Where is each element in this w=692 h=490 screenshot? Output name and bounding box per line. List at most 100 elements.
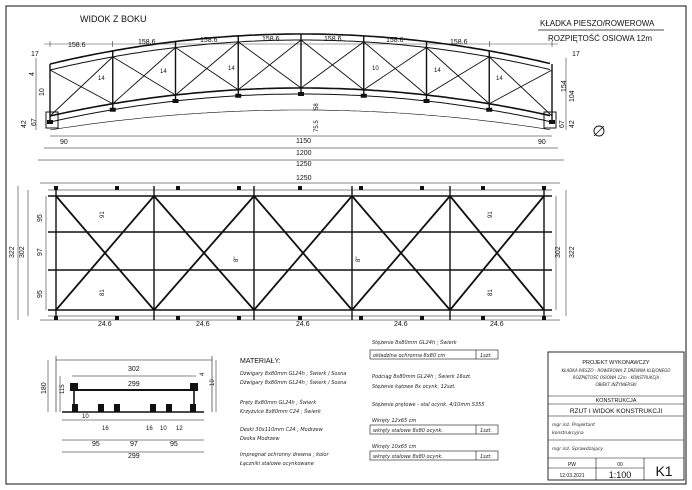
plan-top-node bbox=[481, 186, 485, 190]
tb-scale: 1:100 bbox=[609, 470, 632, 480]
plan-diag-label-6: 81 bbox=[488, 289, 494, 296]
section-bottom-dim-1: 95 bbox=[92, 441, 100, 448]
note-box3-label: Wkręty 10x65 cm bbox=[372, 444, 417, 450]
note-mid-4: Stężenie prętowe - stal ocynk. 4/10mm S3… bbox=[372, 402, 485, 408]
plan-x-brace bbox=[55, 195, 155, 311]
dim-end-offset-right: 90 bbox=[538, 139, 546, 146]
plan-diag-label-2: 81 bbox=[100, 289, 106, 296]
diag-label-3: 14 bbox=[228, 66, 235, 72]
dim-overall-3: 1250 bbox=[296, 161, 312, 168]
post-base-node bbox=[109, 107, 116, 112]
material-line-2: Dźwigary 8x80mm GL24h ; Świerk / Sosna bbox=[240, 379, 346, 386]
plan-top-dim: 1250 bbox=[296, 175, 312, 182]
tb-role-1: mgr inż. Projektant bbox=[552, 422, 595, 428]
deck-arch-line bbox=[49, 109, 551, 131]
sheet-border bbox=[5, 5, 687, 485]
plan-bottom-node bbox=[481, 316, 485, 320]
note-box1-qty: 1szt. bbox=[480, 353, 492, 359]
title-block: PROJEKT WYKONAWCZY KŁADKA PIESZO - ROWER… bbox=[547, 351, 685, 481]
section-bottom-dim-4: 299 bbox=[128, 453, 140, 460]
plan-right-dim-2: 322 bbox=[569, 246, 576, 258]
diagonal-brace bbox=[237, 39, 302, 91]
dim-panel-7: 158.6 bbox=[450, 39, 468, 46]
top-chord-outer bbox=[49, 33, 551, 65]
tb-date-label: PW bbox=[568, 462, 576, 468]
diagonal-brace bbox=[489, 69, 553, 105]
dim-overall-2: 1200 bbox=[296, 150, 312, 157]
post-base-node bbox=[423, 99, 430, 103]
side-view-truss bbox=[35, 33, 567, 161]
project-name-title: KŁADKA PIESZO/ROWEROWA bbox=[540, 19, 655, 28]
note-box2-text: wkręty stalowe 8x80 ocynk. bbox=[373, 428, 443, 434]
material-line-8: Deska Modrzew bbox=[240, 436, 280, 442]
tb-project-label: PROJEKT WYKONAWCZY bbox=[582, 360, 650, 366]
note-box3-text: wkręty stalowe 8x80 ocynk. bbox=[373, 454, 443, 460]
side-view-title: WIDOK Z BOKU bbox=[80, 14, 147, 24]
dim-panel-1: 158.6 bbox=[68, 42, 86, 49]
dim-end-small-left: 17 bbox=[31, 51, 39, 58]
diagonal-brace bbox=[112, 47, 176, 105]
left-support bbox=[45, 111, 59, 129]
plan-bottom-node bbox=[115, 316, 119, 320]
dim-right-h2: 104 bbox=[569, 90, 576, 102]
plan-bottom-node bbox=[54, 316, 58, 320]
section-dimensions: 302 299 180 115 4 10 10 16 16 10 12 95 9… bbox=[41, 366, 216, 460]
plan-panel-dim-3: 24.6 bbox=[296, 321, 310, 328]
dim-panel-6: 158.6 bbox=[386, 37, 404, 44]
diag-label-4: 10 bbox=[372, 66, 379, 72]
diagonal-brace bbox=[363, 47, 427, 91]
tb-project-line-3: OBIEKT INŻYNIERSKI bbox=[595, 382, 637, 387]
section-inner-4: 10 bbox=[160, 426, 167, 432]
bottom-chord-outer bbox=[49, 87, 551, 117]
plan-view-dimensions: 1250 24.6 24.6 24.6 24.6 24.6 95 97 95 3… bbox=[9, 175, 576, 328]
plan-top-node bbox=[176, 186, 180, 190]
section-right-h1: 4 bbox=[200, 372, 206, 376]
tb-sheet-title: RZUT I WIDOK KONSTRUKCJI bbox=[570, 408, 663, 415]
diagonal-brace bbox=[426, 56, 490, 96]
note-top-1: Stężenie 8x80mm GL24h ; Świerk bbox=[372, 339, 458, 346]
plan-diag-label-5: 91 bbox=[488, 211, 494, 218]
section-left-h2: 115 bbox=[60, 384, 66, 394]
dim-right-h4: 42 bbox=[569, 120, 576, 128]
note-mid-2: Stężenie kątowe 8x ocynk. 12szt. bbox=[372, 384, 456, 390]
plan-bottom-node bbox=[298, 316, 302, 320]
diagonal-brace bbox=[300, 41, 365, 89]
plan-panel-dim-4: 24.6 bbox=[394, 321, 408, 328]
plan-left-dim-3: 95 bbox=[37, 290, 44, 298]
plan-left-dim-2: 97 bbox=[37, 248, 44, 256]
dim-end-offset-left: 90 bbox=[60, 139, 68, 146]
top-chord-inner bbox=[49, 39, 551, 71]
diag-label-5: 14 bbox=[434, 68, 441, 74]
bottom-chord-inner bbox=[49, 93, 551, 123]
dim-panel-5: 158.6 bbox=[324, 36, 342, 43]
plan-top-node bbox=[542, 186, 546, 190]
post-base-node bbox=[360, 93, 367, 98]
plan-bottom-node bbox=[420, 316, 424, 320]
dim-left-h1: 4 bbox=[29, 72, 36, 76]
center-label-2: 75.5 bbox=[314, 120, 320, 132]
section-left-h1: 180 bbox=[41, 382, 48, 394]
plan-bottom-node bbox=[359, 316, 363, 320]
section-bottom-dim-3: 95 bbox=[170, 441, 178, 448]
plan-x-brace bbox=[253, 195, 353, 311]
tb-date: 12.03.2021 bbox=[559, 473, 584, 479]
plan-diag-label-3: 8" bbox=[234, 257, 240, 262]
plan-left-total-1: 302 bbox=[19, 246, 26, 258]
plan-bottom-node bbox=[542, 316, 546, 320]
plan-view-truss bbox=[17, 182, 567, 321]
dim-panel-4: 158.6 bbox=[262, 36, 280, 43]
diag-label-1: 14 bbox=[98, 76, 105, 82]
plan-top-node bbox=[115, 186, 119, 190]
material-line-11: Łączniki stalowe ocynkowane bbox=[239, 461, 314, 467]
post-base-node bbox=[486, 107, 493, 112]
tb-sheet-no-label: 00 bbox=[617, 462, 623, 468]
plan-top-node bbox=[237, 186, 241, 190]
plan-diag-label-1: 91 bbox=[100, 211, 106, 218]
section-top-dim-2: 299 bbox=[128, 381, 140, 388]
dim-left-h2: 10 bbox=[39, 88, 46, 96]
tb-role-1b: konstrukcyjna bbox=[552, 430, 584, 436]
dim-left-h4: 42 bbox=[21, 120, 28, 128]
note-box3-qty: 1szt. bbox=[480, 454, 492, 460]
material-line-4: Pręty 8x80mm GL24h ; Świerk bbox=[240, 399, 317, 406]
